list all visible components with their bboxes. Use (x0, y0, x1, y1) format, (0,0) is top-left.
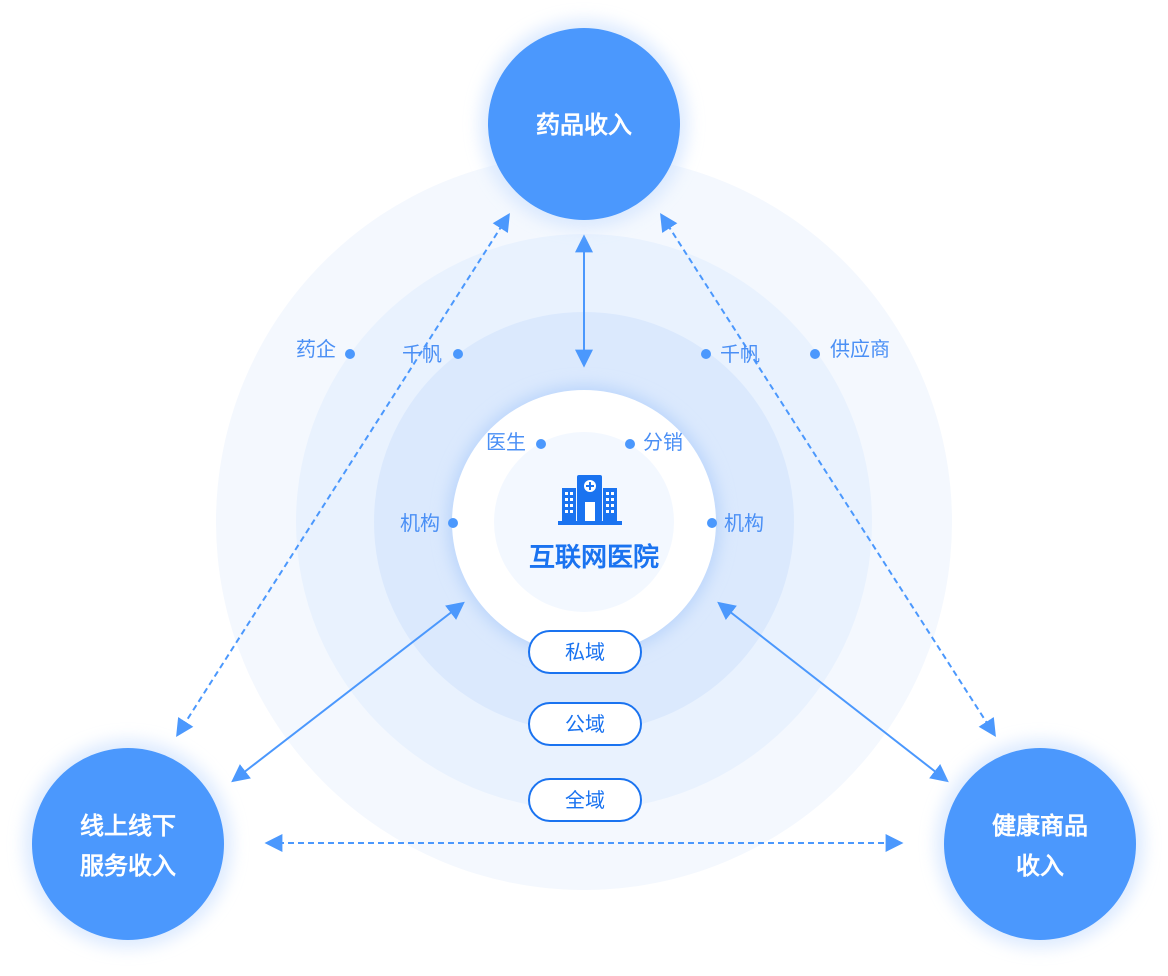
dot (453, 349, 463, 359)
dot (536, 439, 546, 449)
dot (810, 349, 820, 359)
label-institution-left: 机构 (400, 511, 440, 535)
domain-pill-all: 全域 (528, 778, 642, 822)
node-service-revenue: 线上线下 服务收入 (24, 740, 232, 948)
label-doctor: 医生 (486, 430, 526, 454)
domain-label: 私域 (565, 640, 605, 664)
node-drug-revenue: 药品收入 (480, 20, 688, 228)
node-top-label: 药品收入 (536, 111, 632, 139)
dot (701, 349, 711, 359)
label-qianfan-left: 千帆 (402, 342, 442, 366)
domain-label: 公域 (565, 712, 605, 736)
dot (707, 518, 717, 528)
arrow-left-center (231, 601, 465, 783)
node-left-label-2: 服务收入 (80, 852, 176, 880)
label-institution-right: 机构 (724, 511, 764, 535)
dot-labels: 药企 千帆 千帆 供应商 医生 分销 机构 机构 (296, 337, 890, 535)
node-right-label-2: 收入 (1016, 852, 1064, 880)
hospital-icon (558, 475, 622, 525)
domain-label: 全域 (565, 788, 605, 812)
node-right-label-1: 健康商品 (992, 812, 1088, 840)
domain-pill-private: 私域 (528, 630, 642, 674)
node-left-label-1: 线上线下 (80, 812, 176, 840)
arrow-right-center (717, 601, 949, 783)
center-title: 互联网医院 (529, 542, 659, 573)
node-health-goods-revenue: 健康商品 收入 (936, 740, 1144, 948)
domain-pill-public: 公域 (528, 702, 642, 746)
label-supplier: 供应商 (830, 337, 890, 361)
dot (448, 518, 458, 528)
label-qianfan-right: 千帆 (720, 342, 760, 366)
label-distribution: 分销 (643, 430, 683, 454)
dot (345, 349, 355, 359)
dot (625, 439, 635, 449)
label-yaoqi: 药企 (296, 337, 336, 361)
